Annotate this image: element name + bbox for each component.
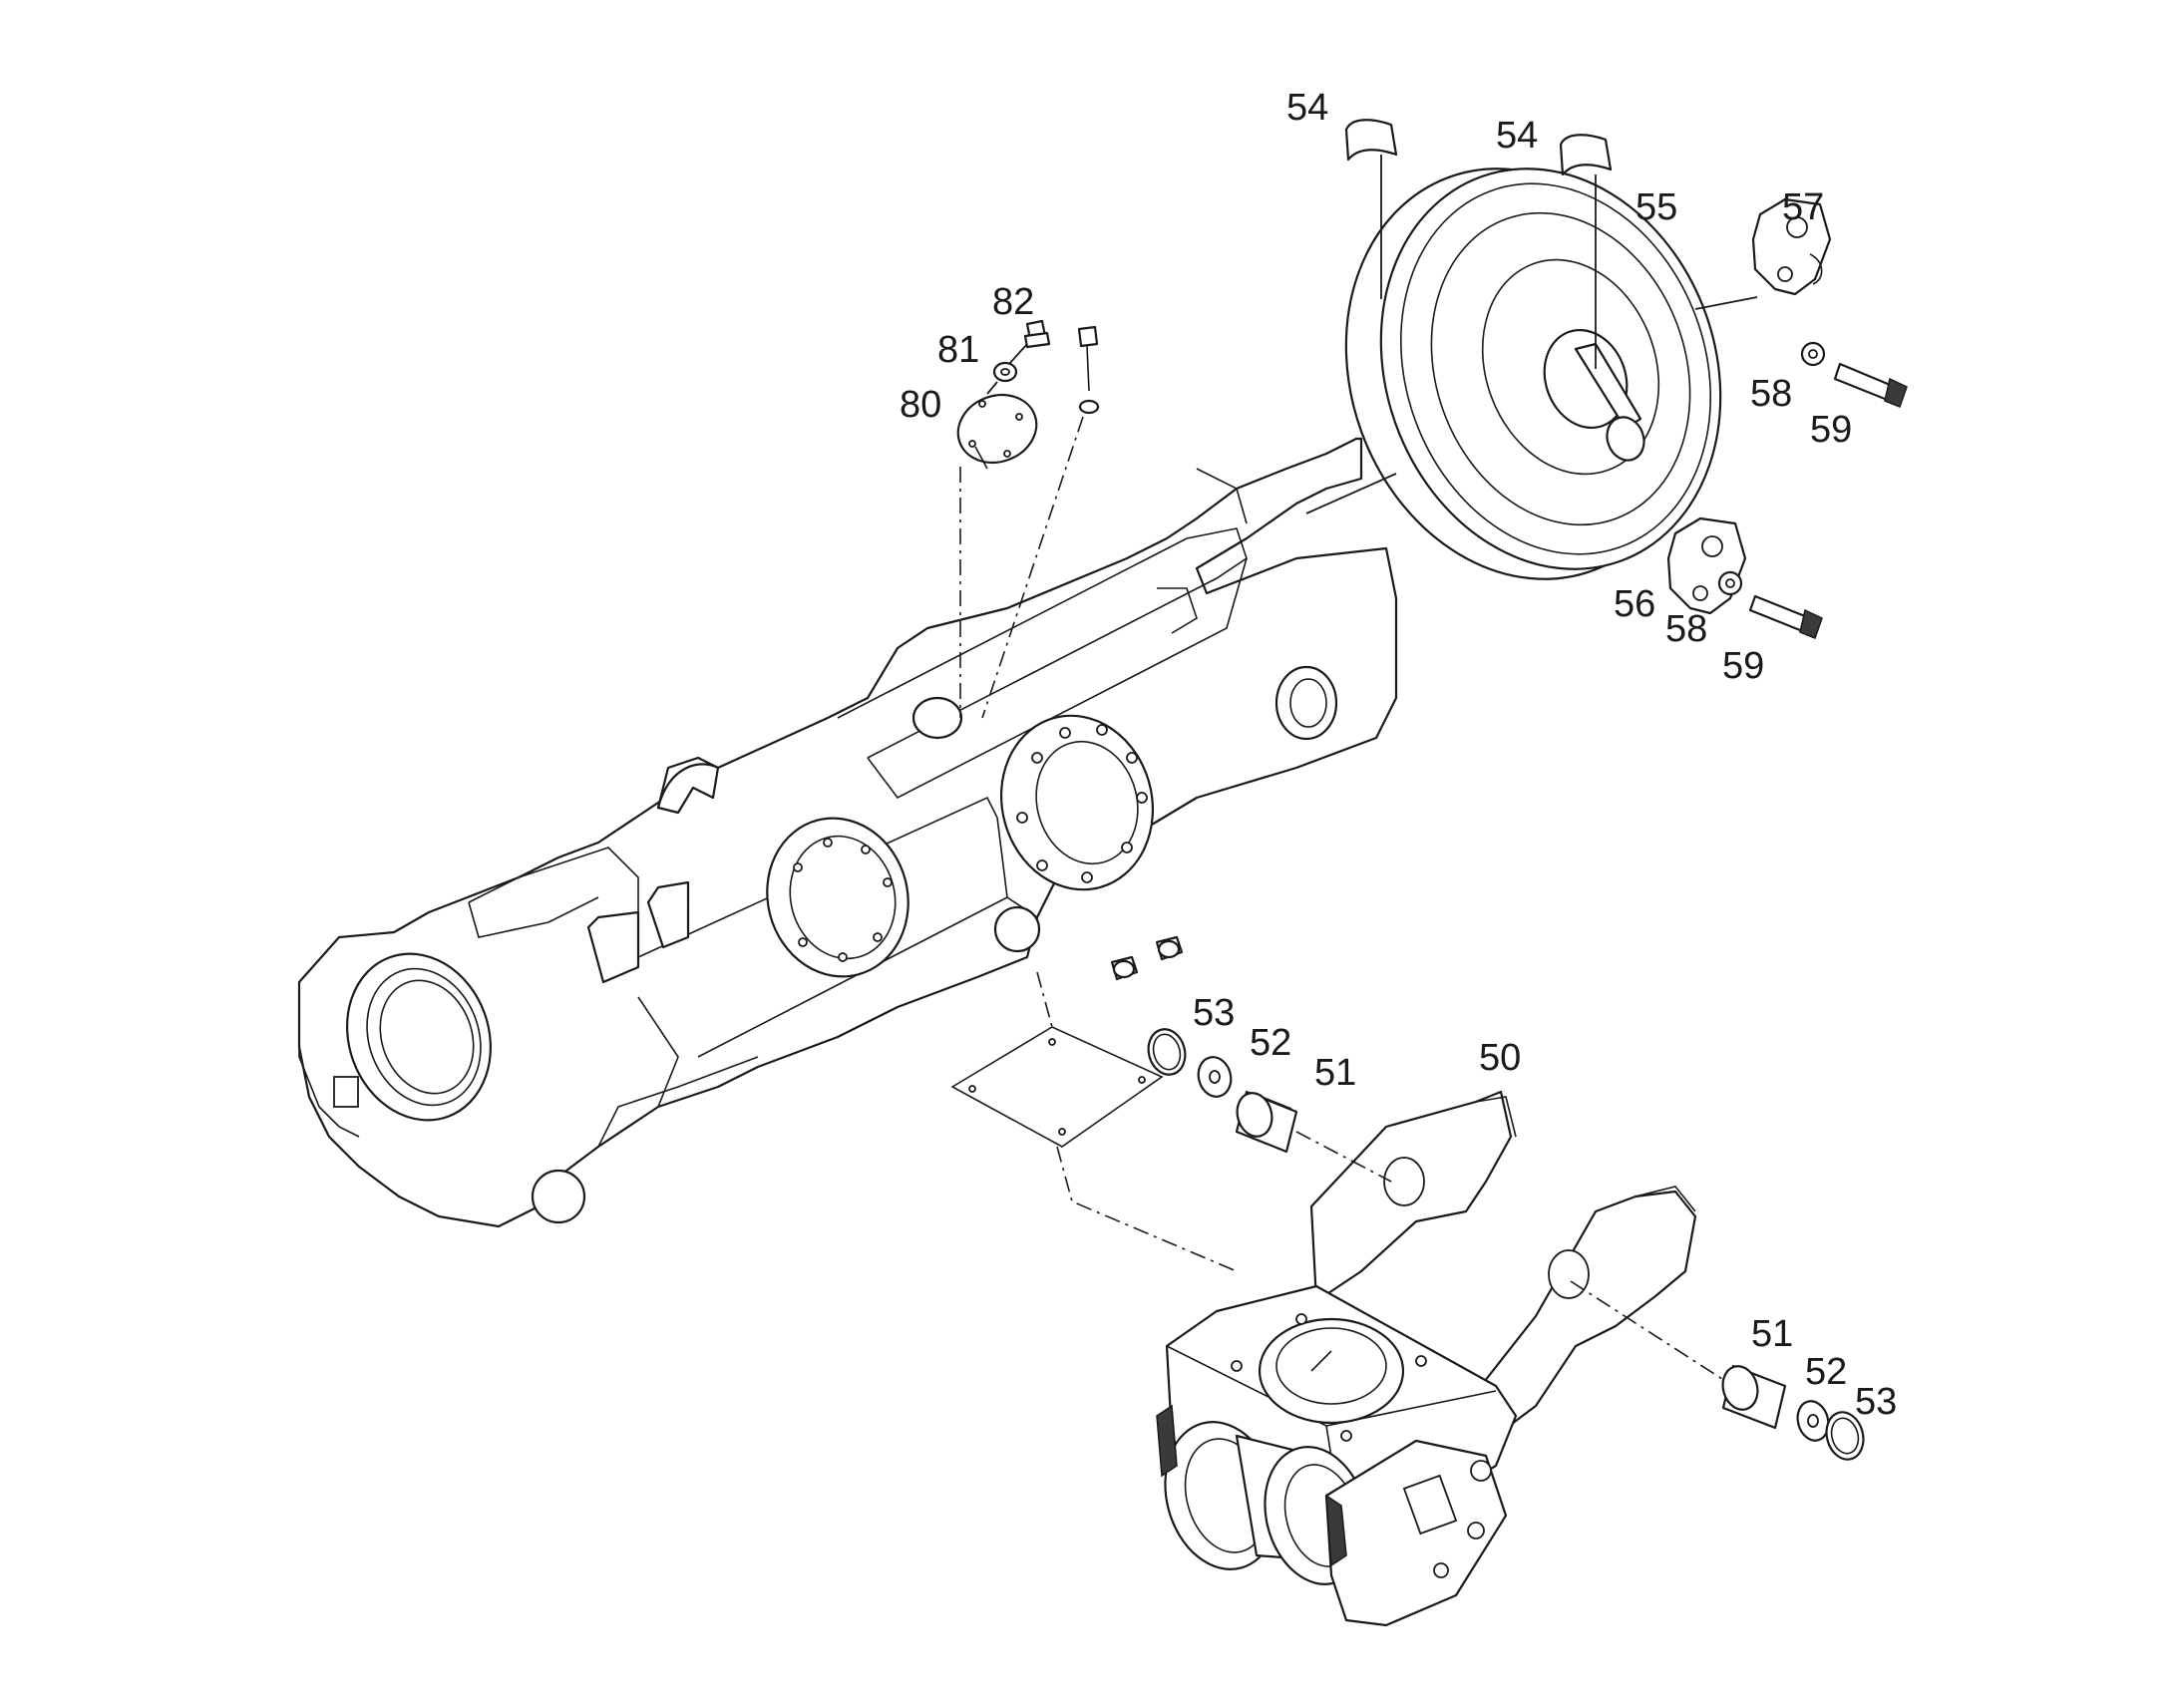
callout-51-left: 51 bbox=[1314, 1052, 1356, 1094]
callout-50: 50 bbox=[1479, 1037, 1521, 1079]
washer-58-upper bbox=[1800, 341, 1826, 367]
callout-59-lower: 59 bbox=[1722, 645, 1764, 687]
washer-52-right bbox=[1796, 1400, 1830, 1442]
idler-wheel bbox=[1344, 168, 1722, 580]
callout-56: 56 bbox=[1614, 583, 1655, 625]
callout-52-left: 52 bbox=[1250, 1022, 1291, 1064]
callout-labels: 54 54 55 57 58 59 56 58 59 82 81 80 53 5… bbox=[900, 87, 1897, 1423]
cover-plate-80 bbox=[956, 394, 1038, 470]
frame-bolts bbox=[1110, 935, 1184, 981]
pin-51-left bbox=[1235, 1090, 1298, 1154]
shim-plate bbox=[950, 1026, 1164, 1148]
callout-52-right: 52 bbox=[1805, 1351, 1847, 1393]
bracket-57 bbox=[1751, 197, 1832, 296]
callout-54-left: 54 bbox=[1286, 87, 1328, 129]
callout-55: 55 bbox=[1635, 186, 1677, 228]
vent-plug bbox=[1077, 325, 1100, 415]
callout-53-left: 53 bbox=[1193, 992, 1235, 1034]
callout-58-upper: 58 bbox=[1750, 373, 1792, 415]
callout-80: 80 bbox=[900, 384, 941, 426]
ring-53-left bbox=[1147, 1028, 1187, 1076]
callout-51-right: 51 bbox=[1751, 1313, 1793, 1355]
washer-81 bbox=[992, 361, 1018, 383]
washer-58-lower bbox=[1717, 570, 1743, 596]
bushing-54-left bbox=[1344, 119, 1398, 162]
track-frame bbox=[297, 437, 1398, 1228]
callout-57: 57 bbox=[1782, 186, 1824, 228]
callout-59-upper: 59 bbox=[1810, 409, 1852, 451]
washer-52-left bbox=[1197, 1056, 1233, 1098]
bolt-59-upper bbox=[1833, 362, 1908, 408]
pin-51-right bbox=[1721, 1364, 1787, 1430]
assembly-centerlines bbox=[959, 416, 1726, 1382]
ring-53-right bbox=[1825, 1411, 1865, 1461]
leader-lines bbox=[986, 155, 1758, 514]
bolt-59-lower bbox=[1748, 594, 1823, 639]
callout-58-lower: 58 bbox=[1665, 608, 1707, 650]
callout-81: 81 bbox=[937, 329, 979, 371]
bolt-82 bbox=[1023, 319, 1051, 349]
callout-82: 82 bbox=[992, 281, 1034, 323]
bushing-54-right bbox=[1559, 134, 1613, 176]
bracket-56 bbox=[1666, 516, 1747, 615]
bogie-50 bbox=[1156, 1090, 1697, 1627]
callout-54-right: 54 bbox=[1496, 115, 1538, 157]
callout-53-right: 53 bbox=[1855, 1381, 1897, 1423]
